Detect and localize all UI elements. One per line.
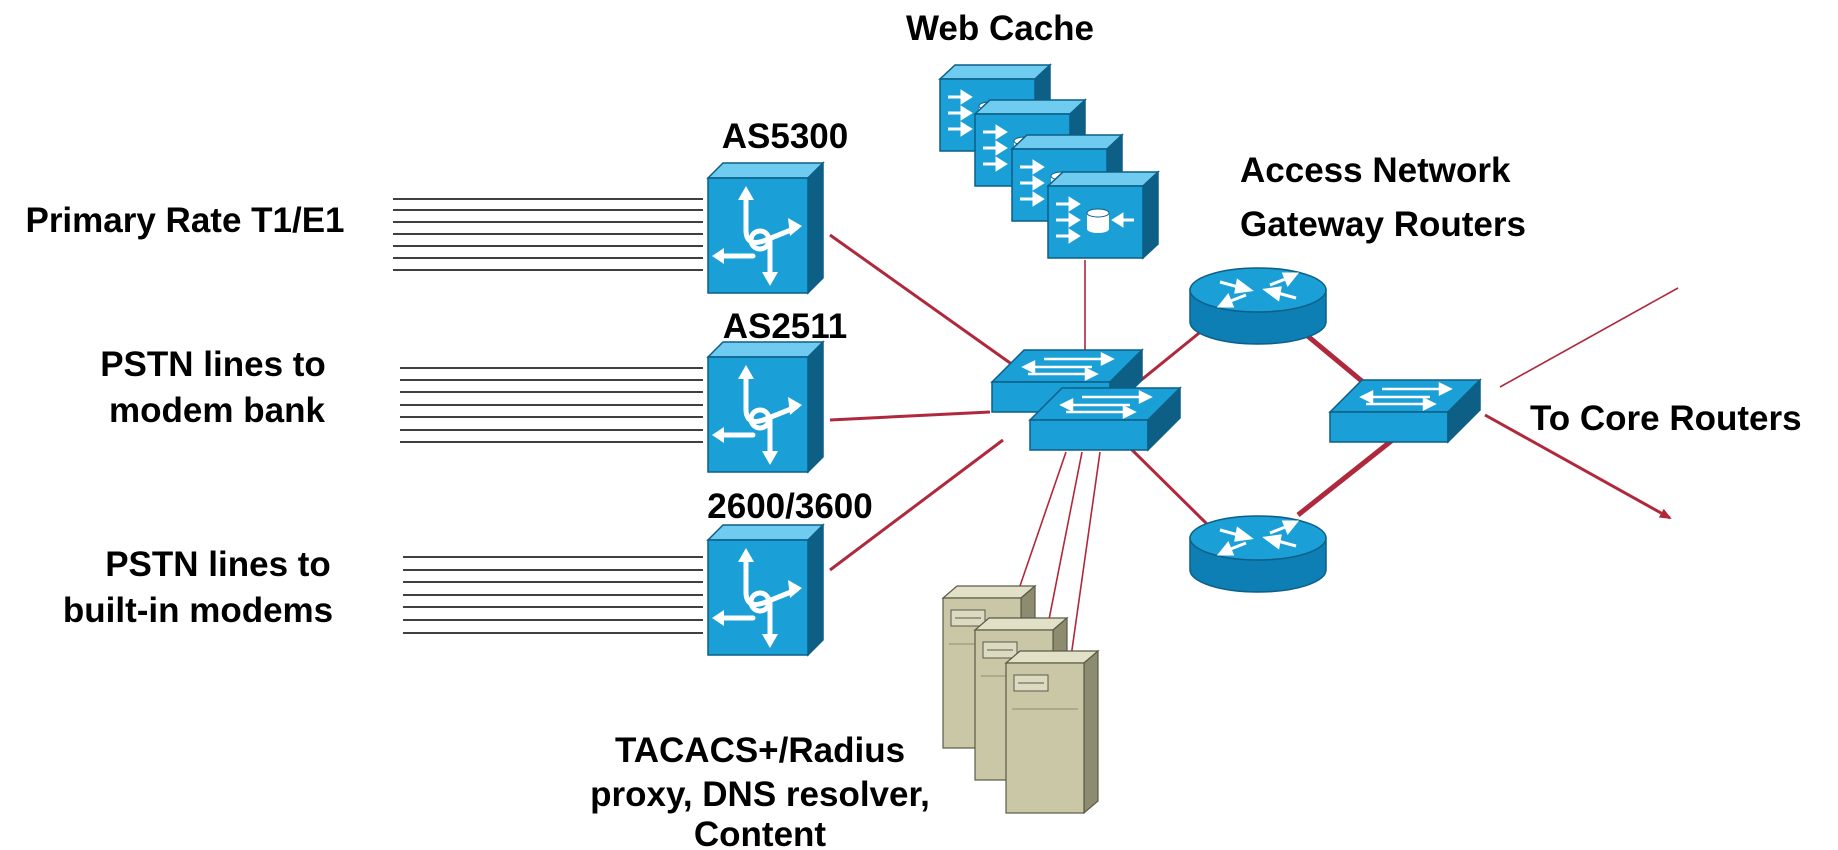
line-bundle-modem-bank — [400, 367, 703, 443]
router-icon — [1188, 266, 1328, 346]
label-primary-rate: Primary Rate T1/E1 — [25, 201, 344, 240]
server-tower-icon — [1005, 650, 1099, 814]
label-2600-3600: 2600/3600 — [707, 487, 872, 526]
gateway-router-bottom — [1188, 514, 1328, 594]
line-bundle-primary-rate — [393, 198, 703, 271]
network-links — [829, 233, 1679, 679]
label-as5300: AS5300 — [722, 117, 848, 156]
label-servers-line1: TACACS+/Radius — [615, 731, 905, 770]
router-icon — [1188, 514, 1328, 594]
access-server-icon — [708, 525, 823, 655]
line-bundle-builtin-modems — [403, 556, 703, 634]
web-cache-icon — [1046, 170, 1160, 260]
label-to-core-routers: To Core Routers — [1530, 399, 1802, 438]
access-server-icon — [708, 342, 823, 472]
switch-core — [1328, 378, 1482, 444]
label-servers-line3: Content — [694, 815, 827, 850]
gateway-router-top — [1188, 266, 1328, 346]
workgroup-switch-icon — [1328, 378, 1482, 444]
label-web-cache: Web Cache — [906, 9, 1094, 48]
label-as2511: AS2511 — [723, 307, 848, 346]
label-access-gw-line1: Access Network — [1240, 151, 1511, 190]
label-servers-line2: proxy, DNS resolver, — [590, 775, 930, 814]
label-pstn-modem-bank-line2: modem bank — [109, 391, 325, 430]
switch-lower — [1028, 386, 1182, 452]
access-server-as2511 — [708, 342, 823, 472]
web-cache-stack — [938, 63, 1160, 260]
workgroup-switch-icon — [1028, 386, 1182, 452]
label-pstn-builtin-line1: PSTN lines to — [105, 545, 331, 584]
label-pstn-modem-bank-line1: PSTN lines to — [100, 345, 326, 384]
access-server-2600-3600 — [708, 525, 823, 655]
label-access-gw-line2: Gateway Routers — [1240, 205, 1526, 244]
label-pstn-builtin-line2: built-in modems — [63, 591, 333, 630]
access-server-icon — [708, 163, 823, 293]
access-server-as5300 — [708, 163, 823, 293]
server-stack — [942, 585, 1099, 814]
